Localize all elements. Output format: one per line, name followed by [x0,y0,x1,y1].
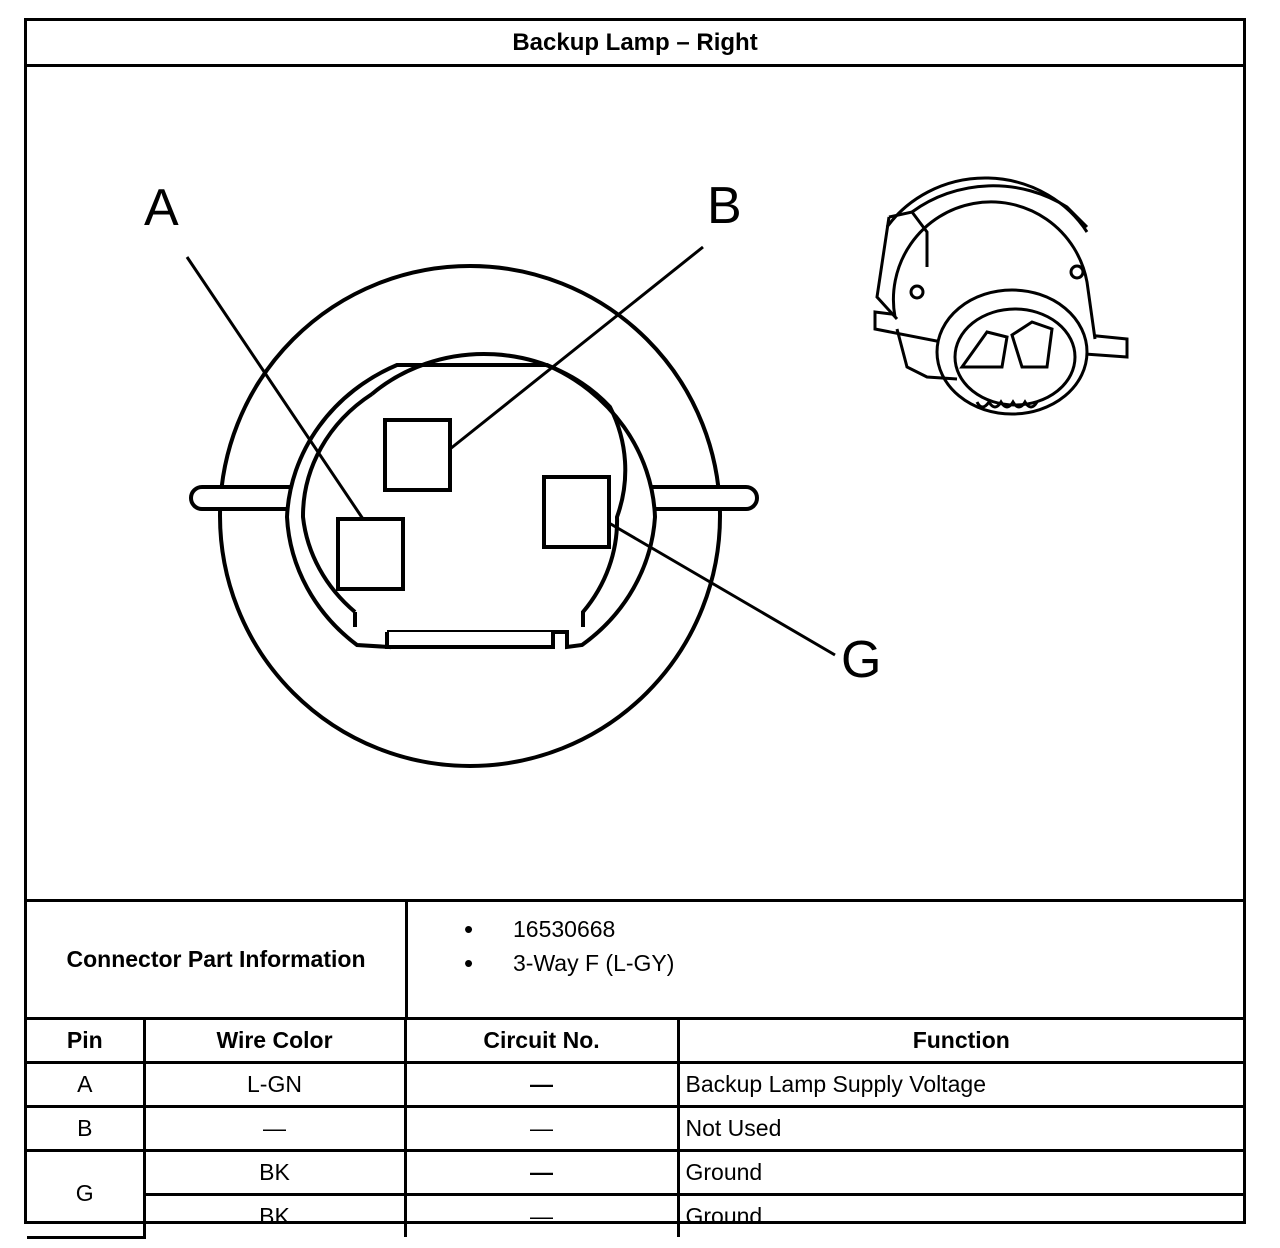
connector-figure: A B G [27,67,1243,899]
table-row: B — — Not Used [27,1105,1243,1152]
connector-housing [218,264,722,768]
part-number: 16530668 [513,916,616,942]
connector-sheet: Backup Lamp – Right [24,18,1246,1239]
terminal-b [383,418,452,492]
diagram-title: Backup Lamp – Right [27,21,1243,67]
function-cell: Not Used [676,1105,1243,1152]
connector-info-item: • 16530668 [408,912,1243,946]
bullet-icon: • [464,948,474,978]
pin-cell: B [27,1105,146,1152]
function-cell: Backup Lamp Supply Voltage [676,1061,1243,1108]
wire-color-cell: BK [142,1149,407,1196]
connector-description: 3-Way F (L-GY) [513,950,675,976]
connector-part-information: Connector Part Information • 16530668 • 3-… [27,899,1243,1017]
function-cell: Ground [676,1149,1243,1196]
connector-isometric-view [873,176,1129,416]
header-function: Function [676,1017,1243,1064]
pin-cell: G [27,1149,146,1239]
function-cell: Ground [676,1193,1243,1237]
left-latch-tab [189,485,293,511]
wire-color-cell: — [142,1105,407,1152]
wire-color-cell: BK [144,1193,407,1237]
wire-color-cell: L-GN [142,1061,407,1108]
table-row: A L-GN — Backup Lamp Supply Voltage [27,1061,1243,1108]
leader-line-g [608,521,836,657]
connector-info-list: • 16530668 • 3-Way F (L-GY) [408,902,1243,1027]
table-row: BK — Ground [27,1193,1243,1237]
leader-line-a [185,256,365,520]
header-circuit-no: Circuit No. [403,1017,680,1064]
circuit-cell: — [403,1149,680,1196]
circuit-cell: — [403,1193,680,1237]
circuit-cell: — [403,1105,680,1152]
header-wire-color: Wire Color [142,1017,407,1064]
header-pin: Pin [27,1017,146,1064]
circuit-cell: — [403,1061,680,1108]
connector-info-label: Connector Part Information [27,902,408,1017]
terminal-g [542,475,611,549]
cavity-key-slot [385,632,555,649]
terminal-a [336,517,405,591]
connector-info-item: • 3-Way F (L-GY) [408,946,1243,980]
table-row: G BK — Ground [27,1149,1243,1239]
bullet-icon: • [464,914,474,944]
cavity-inner-wall [300,352,628,627]
pin-cell: A [27,1061,146,1108]
pinout-table: Pin Wire Color Circuit No. Function A L-… [27,1017,1243,1239]
callout-label-a: A [144,179,179,237]
callout-label-g: G [841,631,882,689]
callout-label-b: B [707,177,742,235]
right-latch-tab [649,485,759,511]
connector-face-drawing [185,176,1129,768]
table-header-row: Pin Wire Color Circuit No. Function [27,1017,1243,1064]
leader-line-b [449,245,704,451]
